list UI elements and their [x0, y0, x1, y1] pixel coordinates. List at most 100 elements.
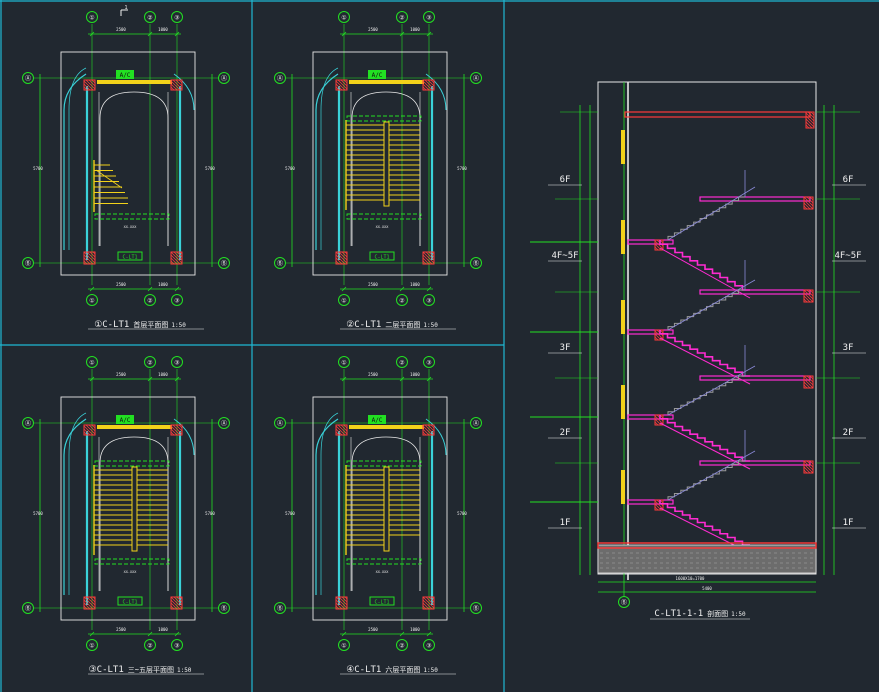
bottom-axis-bubble: ② [396, 294, 408, 306]
landing-beam-top [94, 460, 170, 467]
hatch-stroke [335, 431, 340, 436]
stair-handrail [131, 466, 138, 552]
bottom-axis-bubble: ① [86, 639, 98, 651]
axis-bubble-label: ② [399, 643, 404, 650]
hatch-stroke [170, 605, 175, 610]
flight-outline [667, 279, 756, 331]
dim-tick [147, 376, 153, 382]
hatch-stroke [335, 425, 346, 436]
plan-caption-scale: 1:50 [171, 322, 186, 329]
axis-bubble-label: Ⓑ [621, 599, 627, 607]
hatch-stroke [344, 596, 348, 600]
bottom-dimension-text: 1600X10=1700 [676, 576, 705, 581]
hatch-stroke [422, 431, 427, 436]
hatch-stroke [170, 83, 178, 91]
top-tag-box [368, 70, 386, 79]
elevation-note: XX.XXX [124, 225, 138, 229]
axis-bubble-circle [144, 294, 156, 306]
axis-bubble-circle [171, 11, 183, 23]
dim-tick [426, 286, 432, 292]
hatch-stroke [173, 251, 183, 261]
hatch-stroke [335, 254, 346, 265]
axis-bubble-label: ③ [174, 360, 179, 367]
top-beam [97, 425, 172, 429]
bottom-axis-bubble: ③ [171, 639, 183, 651]
axis-bubble-label: Ⓑ [221, 605, 227, 613]
dim-tick [174, 31, 180, 37]
ground-beam [597, 542, 817, 549]
column-bottom-left [335, 251, 348, 265]
hatch-stroke [806, 289, 814, 297]
bottom-tag-label: C-LT1 [374, 600, 389, 606]
plan-caption-prefix: ①C-LT1 [94, 320, 129, 330]
hatch-stroke [430, 424, 435, 429]
floor-slab [699, 196, 811, 202]
axis-bubble-circle [423, 356, 435, 368]
hatch-stroke [422, 257, 430, 265]
hatch-stroke [803, 205, 808, 210]
stair-flight-upper-4f [667, 279, 756, 331]
hatch-stroke [654, 500, 664, 510]
hatch-stroke [654, 418, 662, 426]
top-axis-bubble: ② [144, 356, 156, 368]
bottom-dimension-text: 1000 [410, 282, 420, 287]
hatch-stroke [83, 260, 88, 265]
landing-beam-top [346, 115, 422, 122]
hatch-stroke [340, 424, 348, 432]
flight-steps [659, 415, 750, 462]
top-dimension-text: 1000 [158, 27, 168, 32]
section-cut-marker: 1 [120, 5, 128, 16]
stair-flight-3f [659, 330, 751, 385]
axis-bubble-label: ② [147, 15, 152, 22]
left-axis-bubble: Ⓐ [22, 417, 34, 429]
hatch-outline [654, 414, 664, 426]
right-axis-bubble: Ⓑ [218, 602, 230, 614]
hatch-stroke [83, 257, 91, 265]
floor-slab [699, 460, 811, 466]
flight-soffit [659, 422, 751, 470]
axis-bubble-label: ③ [174, 15, 179, 22]
stair-flight-2f [659, 415, 751, 470]
hatch-outline [170, 79, 183, 91]
hatch-stroke [807, 111, 815, 119]
hatch-stroke [654, 506, 659, 511]
hatch-stroke [803, 460, 814, 471]
axis-bubble-circle [144, 356, 156, 368]
landing-beams [94, 213, 170, 220]
hatch-stroke [422, 251, 435, 264]
plan-caption-title: 首层平面图 [133, 320, 168, 329]
hatch-stroke [341, 596, 348, 603]
bottom-tag-box [369, 596, 395, 606]
top-dimension-text: 2500 [116, 27, 126, 32]
hatch-stroke [427, 424, 435, 432]
column-bottom-left [83, 251, 96, 265]
hatch-stroke [335, 86, 340, 91]
flight-soffit [659, 247, 751, 299]
axis-bubble-label: ① [341, 15, 346, 22]
top-axis-bubble: ② [144, 11, 156, 23]
hatch-stroke [803, 469, 808, 474]
axis-bubble-label: ① [341, 360, 346, 367]
stair-handrail [383, 466, 390, 552]
top-dimension-text: 1000 [158, 372, 168, 377]
axis-bubble-circle [22, 257, 34, 269]
hatch-stroke [170, 596, 183, 609]
axis-bubble-label: ① [341, 298, 346, 305]
bottom-axis-bubble: ③ [423, 639, 435, 651]
plan-outer-frame [60, 396, 196, 621]
landing-beam [346, 558, 422, 565]
axis-bubble-circle [423, 639, 435, 651]
hatch-stroke [803, 466, 811, 474]
axis-bubble-circle [171, 356, 183, 368]
hatch-stroke [170, 602, 178, 610]
top-tag-label: A/C [120, 417, 131, 424]
hatch-stroke [803, 378, 814, 389]
window [621, 220, 625, 254]
left-dimension-text: 5700 [285, 166, 295, 171]
axis-bubble-label: ③ [174, 298, 179, 305]
dim-tick [399, 631, 405, 637]
hatch-stroke [85, 79, 96, 90]
hatch-stroke [83, 602, 91, 610]
dim-tick [426, 31, 432, 37]
